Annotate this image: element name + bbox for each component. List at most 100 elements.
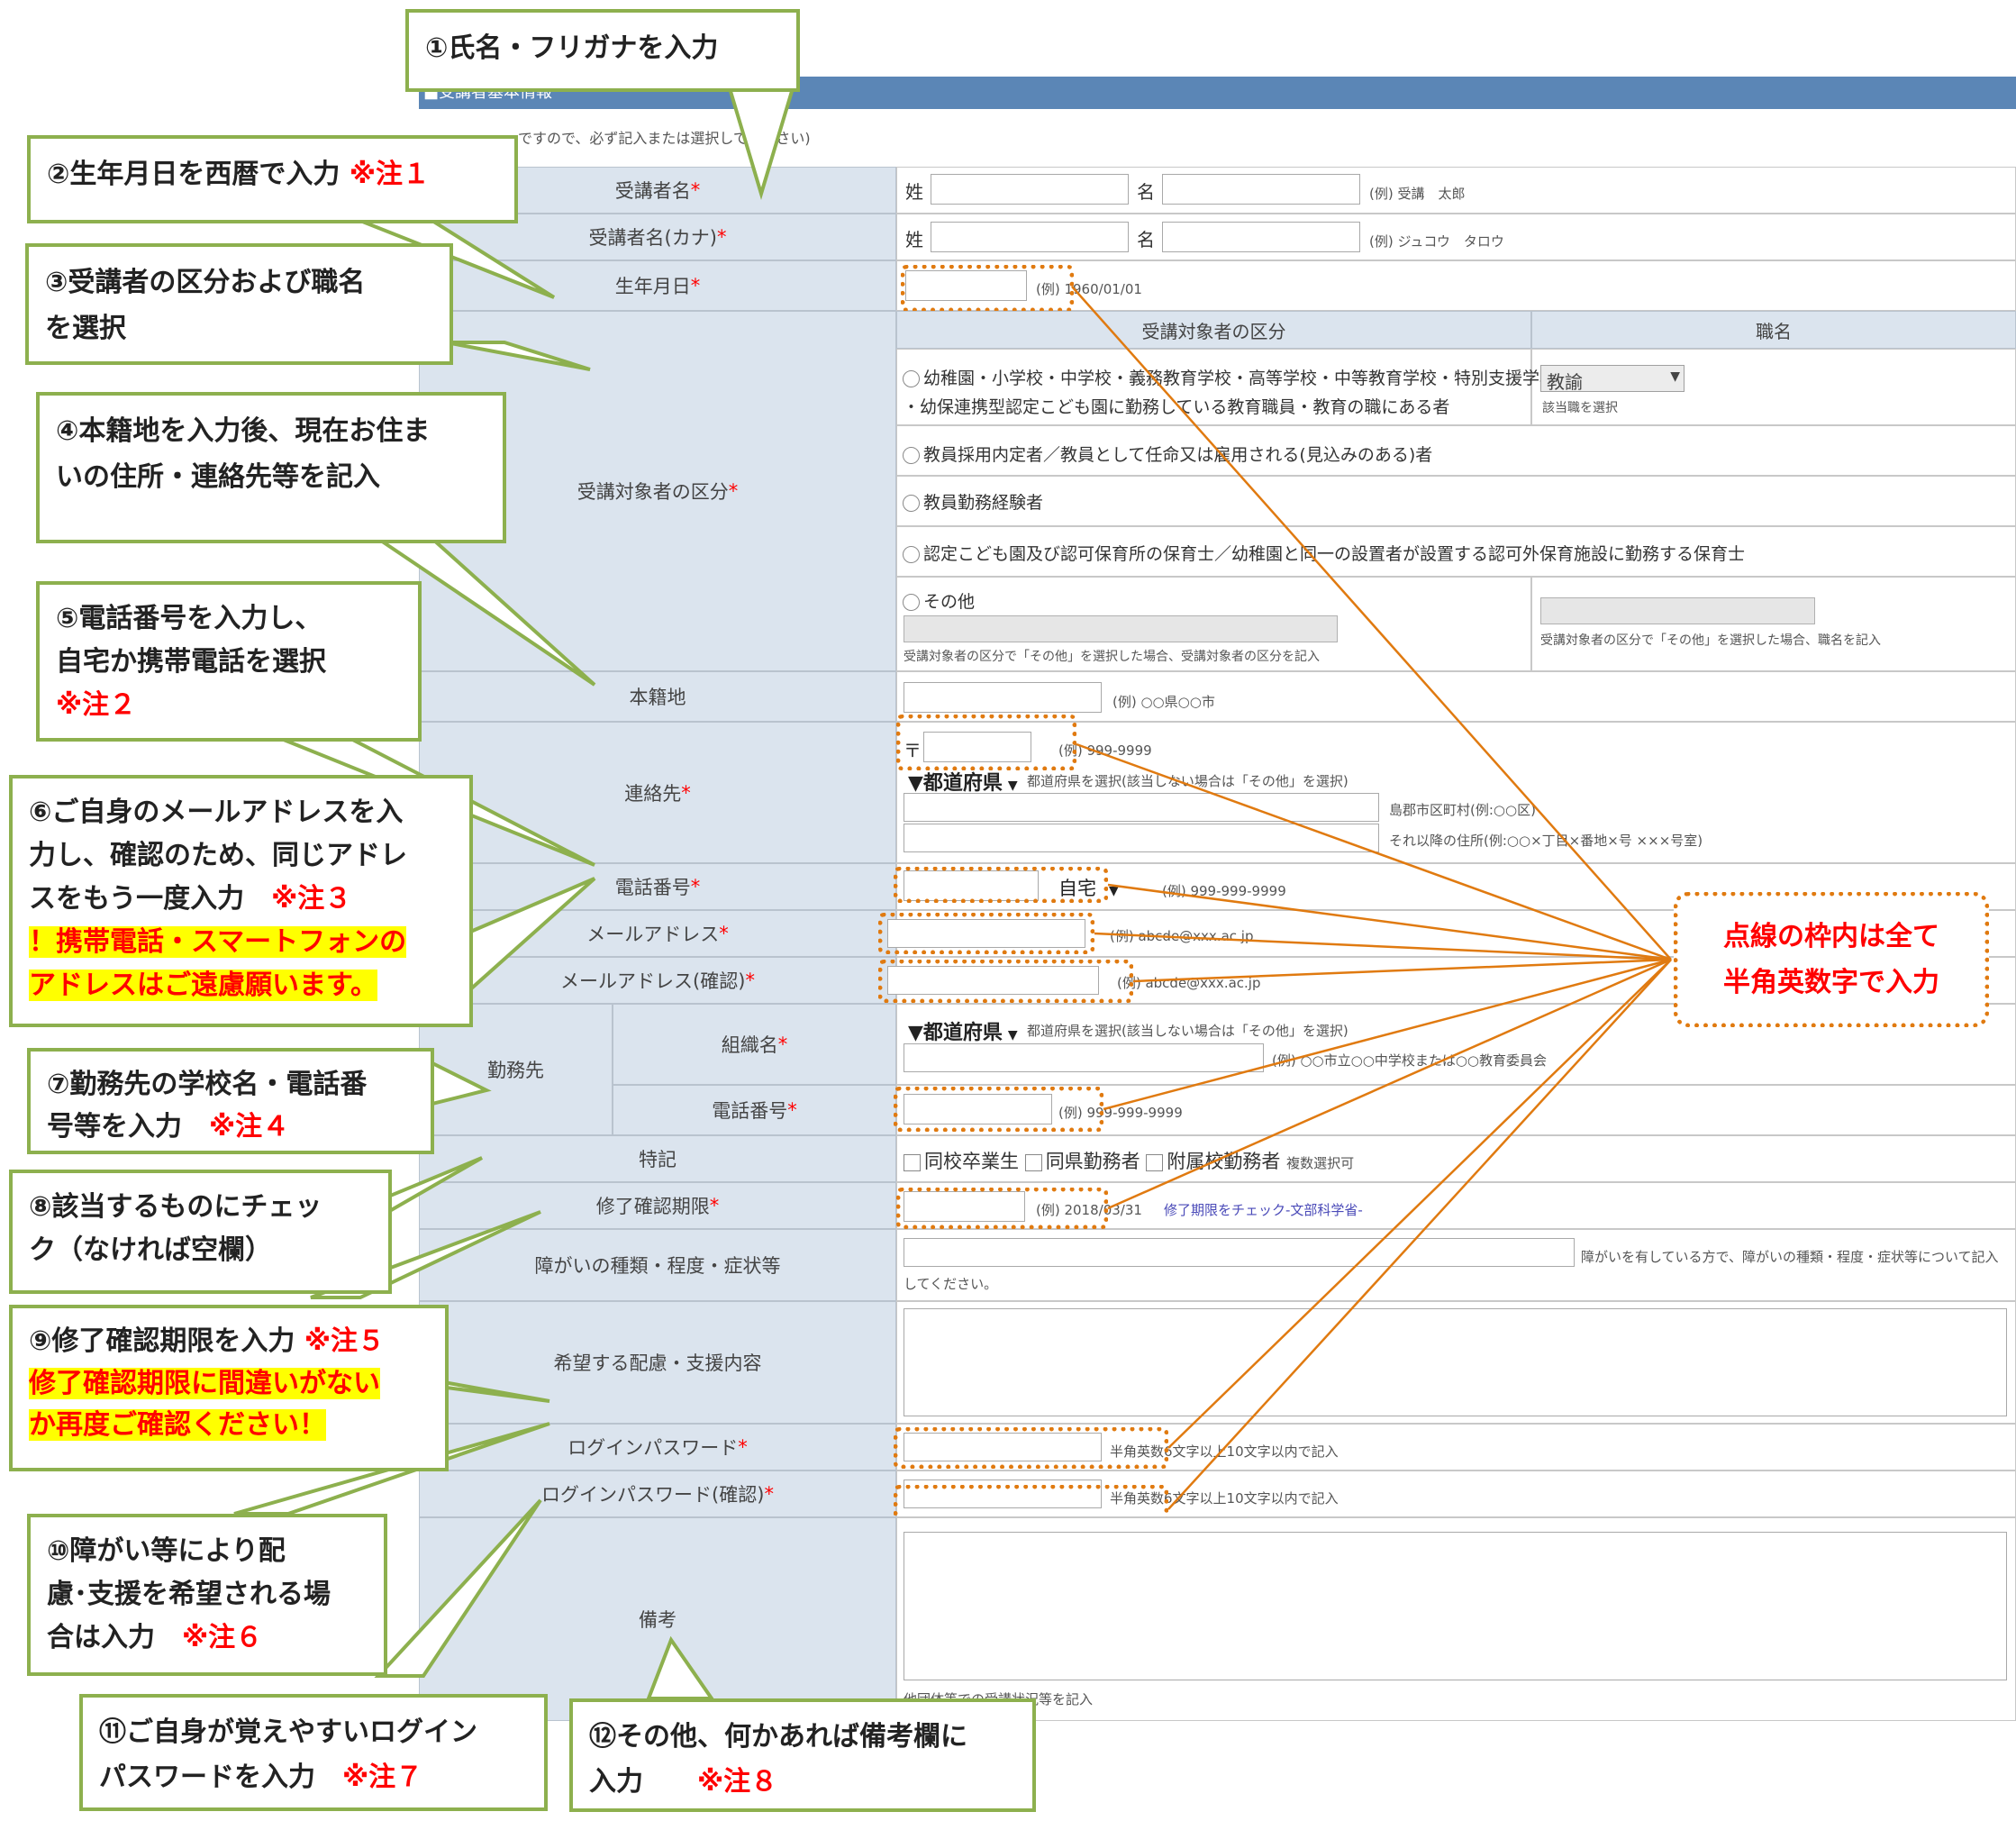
- callout-hankaku: 点線の枠内は全て半角英数字で入力: [1674, 892, 1989, 1027]
- support-textarea[interactable]: [904, 1308, 2007, 1416]
- callout-1: ①氏名・フリガナを入力: [405, 9, 800, 92]
- special-note: 複数選択可: [1286, 1155, 1355, 1171]
- checkbox-graduate[interactable]: [904, 1153, 921, 1171]
- checkbox-affiliated-label: 附属校勤務者: [1167, 1151, 1281, 1172]
- name-sei-input[interactable]: [931, 174, 1129, 205]
- mei-label: 名: [1137, 181, 1155, 203]
- kana-sei-label: 姓: [905, 229, 923, 250]
- password-dashed-frame: [894, 1427, 1168, 1469]
- radio-opt2[interactable]: [903, 447, 920, 464]
- expiry-input[interactable]: [904, 1191, 1025, 1222]
- callout-2: ②生年月日を西暦で入力 ※注１: [27, 135, 518, 223]
- other-category-input[interactable]: [904, 615, 1338, 642]
- honseki-example: (例) ○○県○○市: [1112, 694, 1215, 710]
- callout-8: ⑧該当するものにチェック（なければ空欄）: [9, 1170, 392, 1294]
- category-opt2-row: [896, 425, 2016, 476]
- work-pref-select[interactable]: ▼都道府県▼: [908, 1022, 1018, 1044]
- category-opt5[interactable]: その他: [903, 588, 975, 613]
- checkbox-affiliated[interactable]: [1146, 1153, 1164, 1171]
- category-opt1[interactable]: 幼稚園・小学校・中学校・義務教育学校・高等学校・中等教育学校・特別支援学校: [903, 365, 1557, 389]
- checkbox-prefecture-label: 同県勤務者: [1045, 1151, 1140, 1172]
- chevron-down-icon: ▼: [1007, 1028, 1018, 1043]
- label-contact: 連絡先*: [419, 722, 896, 863]
- org-example: (例) ○○市立○○中学校または○○教育委員会: [1272, 1052, 1548, 1069]
- work-tel-input[interactable]: [904, 1094, 1052, 1124]
- category-opt1-row: [896, 349, 1531, 425]
- other-job-note: 受講対象者の区分で「その他」を選択した場合、職名を記入: [1540, 633, 1881, 648]
- callout-7: ⑦勤務先の学校名・電話番号等を入力 ※注４: [27, 1048, 434, 1154]
- city-note: 島郡市区町村(例:○○区): [1389, 802, 1536, 818]
- checkbox-graduate-label: 同校卒業生: [924, 1151, 1019, 1172]
- job-select[interactable]: 教諭▼: [1540, 365, 1685, 393]
- name-example: (例) 受講 太郎: [1369, 186, 1466, 202]
- label-special: 特記: [419, 1135, 896, 1182]
- callout-3: ③受講者の区分および職名を選択: [25, 243, 453, 365]
- phone-type-select[interactable]: 自宅▼: [1058, 878, 1119, 899]
- birth-input[interactable]: [905, 270, 1027, 301]
- work-tel-dashed-frame: [894, 1087, 1103, 1132]
- callout-4: ④本籍地を入力後、現在お住まいの住所・連絡先等を記入: [36, 392, 506, 543]
- contact-pref-note: 都道府県を選択(該当しない場合は「その他」を選択): [1027, 773, 1349, 789]
- contact-pref-select[interactable]: ▼都道府県▼: [908, 772, 1018, 795]
- mail-input[interactable]: [887, 919, 1085, 948]
- name-mei-input[interactable]: [1162, 174, 1360, 205]
- category-opt1-line2: ・幼保連携型認定こども園に勤務している教育職員・教育の職にある者: [903, 397, 1450, 417]
- kana-example: (例) ジュコウ タロウ: [1369, 233, 1504, 250]
- mail2-input[interactable]: [887, 966, 1099, 995]
- remarks-textarea[interactable]: [904, 1532, 2007, 1680]
- category-opt4[interactable]: 認定こども園及び認可保育所の保育士／幼稚園と同一の設置者が設置する認可外保育施設…: [903, 541, 1745, 565]
- chevron-down-icon: ▼: [1109, 884, 1119, 898]
- birth-dashed-frame: [901, 265, 1074, 312]
- password2-input[interactable]: [904, 1480, 1102, 1508]
- work-pref-note: 都道府県を選択(該当しない場合は「その他」を選択): [1027, 1023, 1349, 1039]
- postal-dashed-frame: [896, 715, 1076, 770]
- label-password2: ログインパスワード(確認)*: [419, 1470, 896, 1517]
- disability-input[interactable]: [904, 1238, 1575, 1267]
- address-input[interactable]: [904, 824, 1379, 852]
- category-opt3[interactable]: 教員勤務経験者: [903, 489, 1043, 514]
- sei-label: 姓: [905, 181, 923, 203]
- category-opt4-row: [896, 526, 2016, 577]
- password-input[interactable]: [904, 1433, 1102, 1461]
- city-input[interactable]: [904, 793, 1379, 822]
- radio-opt3[interactable]: [903, 495, 920, 512]
- disability-note: 障がいを有している方で、障がいの種類・程度・症状等について記入してください。: [904, 1249, 1999, 1292]
- checkbox-prefecture[interactable]: [1024, 1153, 1042, 1171]
- honseki-input[interactable]: [904, 682, 1102, 713]
- birth-example: (例) 1960/01/01: [1036, 281, 1142, 297]
- label-support: 希望する配慮・支援内容: [419, 1301, 896, 1424]
- label-mail2: メールアドレス(確認)*: [419, 957, 896, 1004]
- label-work-tel: 電話番号*: [613, 1085, 896, 1135]
- callout-5: ⑤電話番号を入力し、自宅か携帯電話を選択※注２: [36, 581, 422, 742]
- address-note: それ以降の住所(例:○○×丁目×番地×号 ×××号室): [1389, 833, 1703, 849]
- category-opt2[interactable]: 教員採用内定者／教員として任命又は雇用される(見込みのある)者: [903, 442, 1432, 466]
- label-disability: 障がいの種類・程度・症状等: [419, 1229, 896, 1301]
- kana-sei-input[interactable]: [931, 222, 1129, 252]
- expiry-check-link[interactable]: 修了期限をチェック-文部科学省-: [1164, 1202, 1363, 1218]
- mail-dashed-frame: [878, 913, 1094, 954]
- label-password: ログインパスワード*: [419, 1424, 896, 1470]
- mail-example: (例) abcde@xxx.ac.jp: [1110, 928, 1254, 944]
- kana-mei-input[interactable]: [1162, 222, 1360, 252]
- radio-opt4[interactable]: [903, 546, 920, 563]
- callout-12: ⑫その他、何かあれば備考欄に入力 ※注８: [569, 1698, 1036, 1812]
- other-job-input[interactable]: [1540, 597, 1815, 624]
- callout-10: ⑩障がい等により配慮･支援を希望される場合は入力 ※注６: [27, 1514, 387, 1676]
- kana-mei-label: 名: [1137, 229, 1155, 250]
- label-honseki: 本籍地: [419, 671, 896, 722]
- radio-opt5[interactable]: [903, 594, 920, 611]
- callout-11: ⑪ご自身が覚えやすいログインパスワードを入力 ※注７: [79, 1694, 548, 1811]
- label-expiry: 修了確認期限*: [419, 1182, 896, 1229]
- postal-input[interactable]: [923, 732, 1031, 762]
- radio-opt1[interactable]: [903, 370, 920, 387]
- row-work-tel: [896, 1085, 2016, 1135]
- org-input[interactable]: [904, 1043, 1264, 1072]
- expiry-dashed-frame: [896, 1188, 1108, 1229]
- category-col-head: 受講対象者の区分: [896, 311, 1531, 349]
- chevron-down-icon: ▼: [1007, 778, 1018, 793]
- work-tel-example: (例) 999-999-9999: [1058, 1105, 1183, 1121]
- callout-6: ⑥ご自身のメールアドレスを入力し、確認のため、同じアドレスをもう一度入力 ※注３…: [9, 775, 473, 1027]
- job-note: 該当職を選択: [1542, 401, 1618, 415]
- form-header-note: ですので、必ず記入または選択してください): [518, 130, 811, 147]
